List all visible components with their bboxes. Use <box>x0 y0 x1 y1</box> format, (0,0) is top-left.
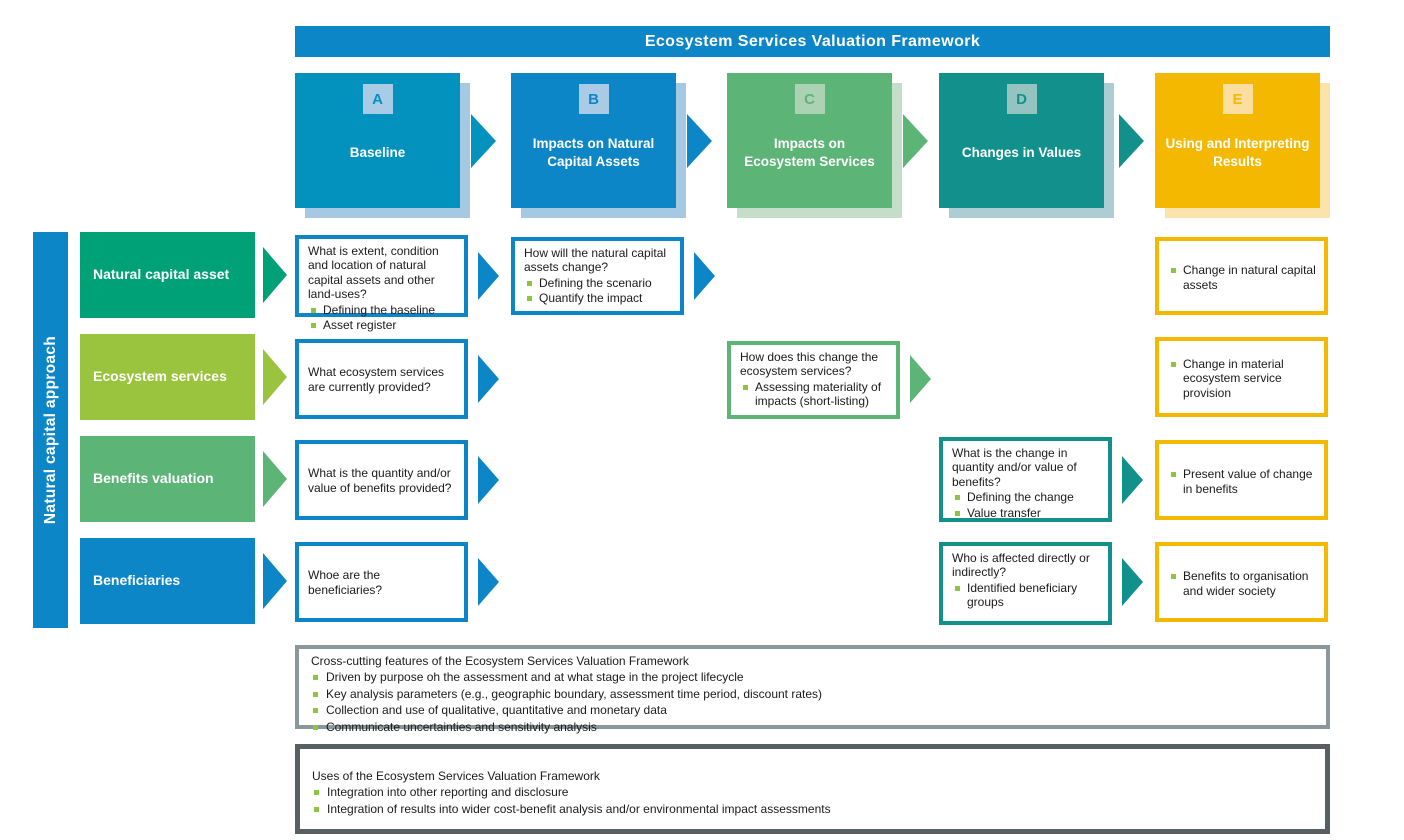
arrow-right-icon <box>1122 558 1143 606</box>
stage-title-d: Changes in Values <box>961 145 1082 161</box>
sidebar-label: Natural capital approach <box>41 335 59 525</box>
cell-r4-results: Benefits to organisation and wider socie… <box>1155 542 1328 622</box>
cell-question: What ecosystem services are currently pr… <box>308 365 445 394</box>
stage-column-d: D Changes in Values <box>939 73 1104 208</box>
arrow-right-icon <box>263 451 287 507</box>
cell-r1-impacts-assets: How will the natural capital assets chan… <box>511 237 684 315</box>
cell-r4-baseline: Whoe are the beneficiaries? <box>295 542 468 622</box>
bullet-item: Collection and use of qualitative, quant… <box>311 703 1314 717</box>
arrow-right-icon <box>903 114 928 168</box>
bullet-square-icon <box>1171 472 1176 478</box>
bullet-square-icon <box>313 675 318 681</box>
cross-cutting-title: Cross-cutting features of the Ecosystem … <box>311 654 689 668</box>
bullet-square-icon <box>955 585 960 591</box>
bullet-item: Present value of change in benefits <box>1168 467 1316 496</box>
stage-column-b: B Impacts on Natural Capital Assets <box>511 73 676 208</box>
bullet-square-icon <box>311 322 316 328</box>
bullet-square-icon <box>314 790 319 796</box>
bullet-item: Identified beneficiary groups <box>952 581 1100 610</box>
bullet-square-icon <box>313 724 318 730</box>
arrow-right-icon <box>478 252 499 300</box>
arrow-right-icon <box>478 355 499 403</box>
bullet-item: Defining the scenario <box>524 276 672 290</box>
bullet-square-icon <box>527 280 532 286</box>
row-label-beneficiaries: Beneficiaries <box>80 538 255 624</box>
bullet-square-icon <box>527 296 532 302</box>
stage-title-a: Baseline <box>349 145 406 161</box>
stage-letter-badge-e: E <box>1222 84 1253 114</box>
cell-r3-changes-values: What is the change in quantity and/or va… <box>939 437 1112 522</box>
row-label-benefits-valuation: Benefits valuation <box>80 436 255 522</box>
bullet-square-icon <box>743 384 748 390</box>
cell-r2-baseline: What ecosystem services are currently pr… <box>295 339 468 419</box>
bullet-item: Defining the baseline <box>308 303 456 317</box>
bullet-item: Change in natural capital assets <box>1168 263 1316 292</box>
stage-letter-badge-c: C <box>794 84 825 114</box>
stage-letter-badge-a: A <box>362 84 393 114</box>
arrow-right-icon <box>1119 114 1144 168</box>
cell-question: Whoe are the beneficiaries? <box>308 568 383 597</box>
framework-title: Ecosystem Services Valuation Framework <box>644 32 981 50</box>
bullet-square-icon <box>955 510 960 516</box>
arrow-right-icon <box>478 456 499 504</box>
arrow-right-icon <box>694 252 715 300</box>
uses-box: Uses of the Ecosystem Services Valuation… <box>295 744 1330 834</box>
bullet-square-icon <box>311 307 316 313</box>
bullet-item: Key analysis parameters (e.g., geographi… <box>311 687 1314 701</box>
framework-title-bar: Ecosystem Services Valuation Framework <box>295 26 1330 57</box>
cell-question: What is extent, condition and location o… <box>308 244 439 302</box>
stage-column-e: E Using and Interpreting Results <box>1155 73 1320 208</box>
cell-r1-results: Change in natural capital assets <box>1155 237 1328 315</box>
cell-question: How will the natural capital assets chan… <box>524 246 667 275</box>
bullet-item: Communicate uncertainties and sensitivit… <box>311 720 1314 734</box>
bullet-square-icon <box>313 691 318 697</box>
bullet-square-icon <box>1171 574 1176 580</box>
cell-question: How does this change the ecosystem servi… <box>740 350 879 379</box>
cross-cutting-box: Cross-cutting features of the Ecosystem … <box>295 645 1330 734</box>
arrow-right-icon <box>910 355 931 403</box>
stage-column-a: A Baseline <box>295 73 460 208</box>
bullet-square-icon <box>1171 361 1176 367</box>
cell-r1-baseline: What is extent, condition and location o… <box>295 235 468 332</box>
arrow-right-icon <box>1122 456 1143 504</box>
sidebar-natural-capital-approach: Natural capital approach <box>33 232 68 628</box>
stage-letter-badge-d: D <box>1006 84 1037 114</box>
bullet-square-icon <box>1171 268 1176 274</box>
stage-letter-badge-b: B <box>578 84 609 114</box>
arrow-right-icon <box>687 114 712 168</box>
bullet-item: Quantify the impact <box>524 291 672 305</box>
cell-question: What is the quantity and/or value of ben… <box>308 466 452 495</box>
bullet-item: Asset register <box>308 318 456 332</box>
bullet-item: Value transfer <box>952 506 1100 520</box>
arrow-right-icon <box>263 247 287 303</box>
bullet-item: Change in material ecosystem service pro… <box>1168 357 1316 400</box>
uses-title: Uses of the Ecosystem Services Valuation… <box>312 769 600 783</box>
cell-question: Who is affected directly or indirectly? <box>952 551 1090 580</box>
bullet-item: Assessing materiality of impacts (short-… <box>740 380 888 409</box>
bullet-square-icon <box>955 495 960 501</box>
bullet-item: Benefits to organisation and wider socie… <box>1168 569 1316 598</box>
cell-question: What is the change in quantity and/or va… <box>952 446 1077 489</box>
arrow-right-icon <box>263 349 287 405</box>
bullet-item: Defining the change <box>952 490 1100 504</box>
bullet-square-icon <box>314 806 319 812</box>
cell-r2-results: Change in material ecosystem service pro… <box>1155 337 1328 417</box>
row-label-ecosystem-services: Ecosystem services <box>80 334 255 420</box>
arrow-right-icon <box>478 558 499 606</box>
arrow-right-icon <box>263 553 287 609</box>
stage-title-c: Impacts on Ecosystem Services <box>744 136 875 169</box>
stage-title-b: Impacts on Natural Capital Assets <box>532 136 655 169</box>
bullet-square-icon <box>313 708 318 714</box>
bullet-item: Integration of results into wider cost-b… <box>312 802 1313 816</box>
bullet-item: Driven by purpose oh the assessment and … <box>311 670 1314 684</box>
cell-r4-changes-values: Who is affected directly or indirectly? … <box>939 542 1112 625</box>
cell-r3-results: Present value of change in benefits <box>1155 440 1328 520</box>
stage-column-c: C Impacts on Ecosystem Services <box>727 73 892 208</box>
bullet-item: Integration into other reporting and dis… <box>312 785 1313 799</box>
cell-r3-baseline: What is the quantity and/or value of ben… <box>295 440 468 520</box>
arrow-right-icon <box>471 114 496 168</box>
cell-r2-impacts-services: How does this change the ecosystem servi… <box>727 341 900 419</box>
stage-title-e: Using and Interpreting Results <box>1165 136 1310 169</box>
row-label-natural-capital-asset: Natural capital asset <box>80 232 255 318</box>
